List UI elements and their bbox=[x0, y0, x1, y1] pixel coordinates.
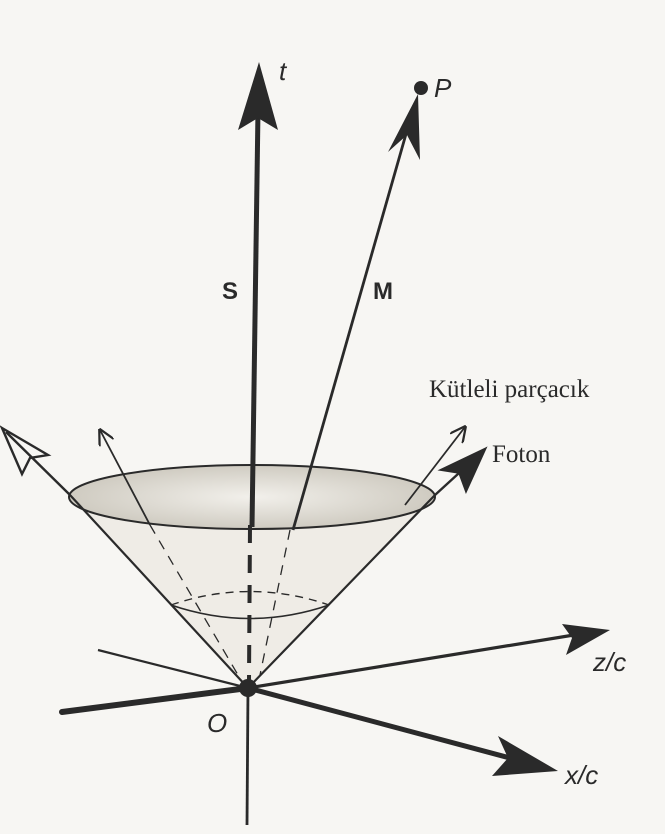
hidden-line-left bbox=[149, 524, 239, 676]
z-axis-arrowhead bbox=[562, 624, 610, 655]
origin-label: O bbox=[207, 708, 227, 738]
hidden-line-right bbox=[259, 529, 291, 676]
photon-arrow-left-head bbox=[0, 425, 52, 477]
photon-arrow-right-head bbox=[437, 446, 488, 494]
massive-particle-arrow-left bbox=[100, 430, 151, 526]
worldline-m-label: M bbox=[373, 278, 393, 305]
t-axis-label: t bbox=[279, 56, 288, 86]
inner-cone-section-back bbox=[170, 590, 330, 606]
worldline-m bbox=[291, 119, 412, 531]
x-axis-arrowhead bbox=[492, 736, 558, 776]
photon-arrow-left bbox=[5, 431, 71, 496]
z-axis bbox=[247, 632, 581, 690]
hidden-line-t bbox=[247, 524, 252, 681]
x-axis bbox=[247, 685, 511, 761]
axis-line-minus-x bbox=[59, 685, 251, 715]
massive-particle-label: Kütleli parçacık bbox=[429, 376, 590, 403]
axis-line-back-left bbox=[97, 648, 249, 690]
x-axis-label: x/c bbox=[563, 760, 598, 790]
worldline-m-arrowhead bbox=[388, 94, 420, 160]
axis-line-minus-t bbox=[245, 687, 250, 826]
light-cone-left-edge bbox=[69, 494, 249, 689]
light-cone-right-edge bbox=[247, 494, 436, 689]
t-axis-arrowhead bbox=[238, 62, 278, 130]
point-p-label: P bbox=[434, 73, 452, 103]
origin-dot bbox=[239, 679, 257, 697]
worldline-s-label: S bbox=[222, 278, 238, 305]
point-p-dot bbox=[414, 81, 428, 95]
t-axis bbox=[249, 109, 261, 528]
massive-particle-arrow-right bbox=[404, 427, 465, 506]
photon-label: Foton bbox=[492, 441, 551, 468]
z-axis-label: z/c bbox=[592, 647, 626, 677]
